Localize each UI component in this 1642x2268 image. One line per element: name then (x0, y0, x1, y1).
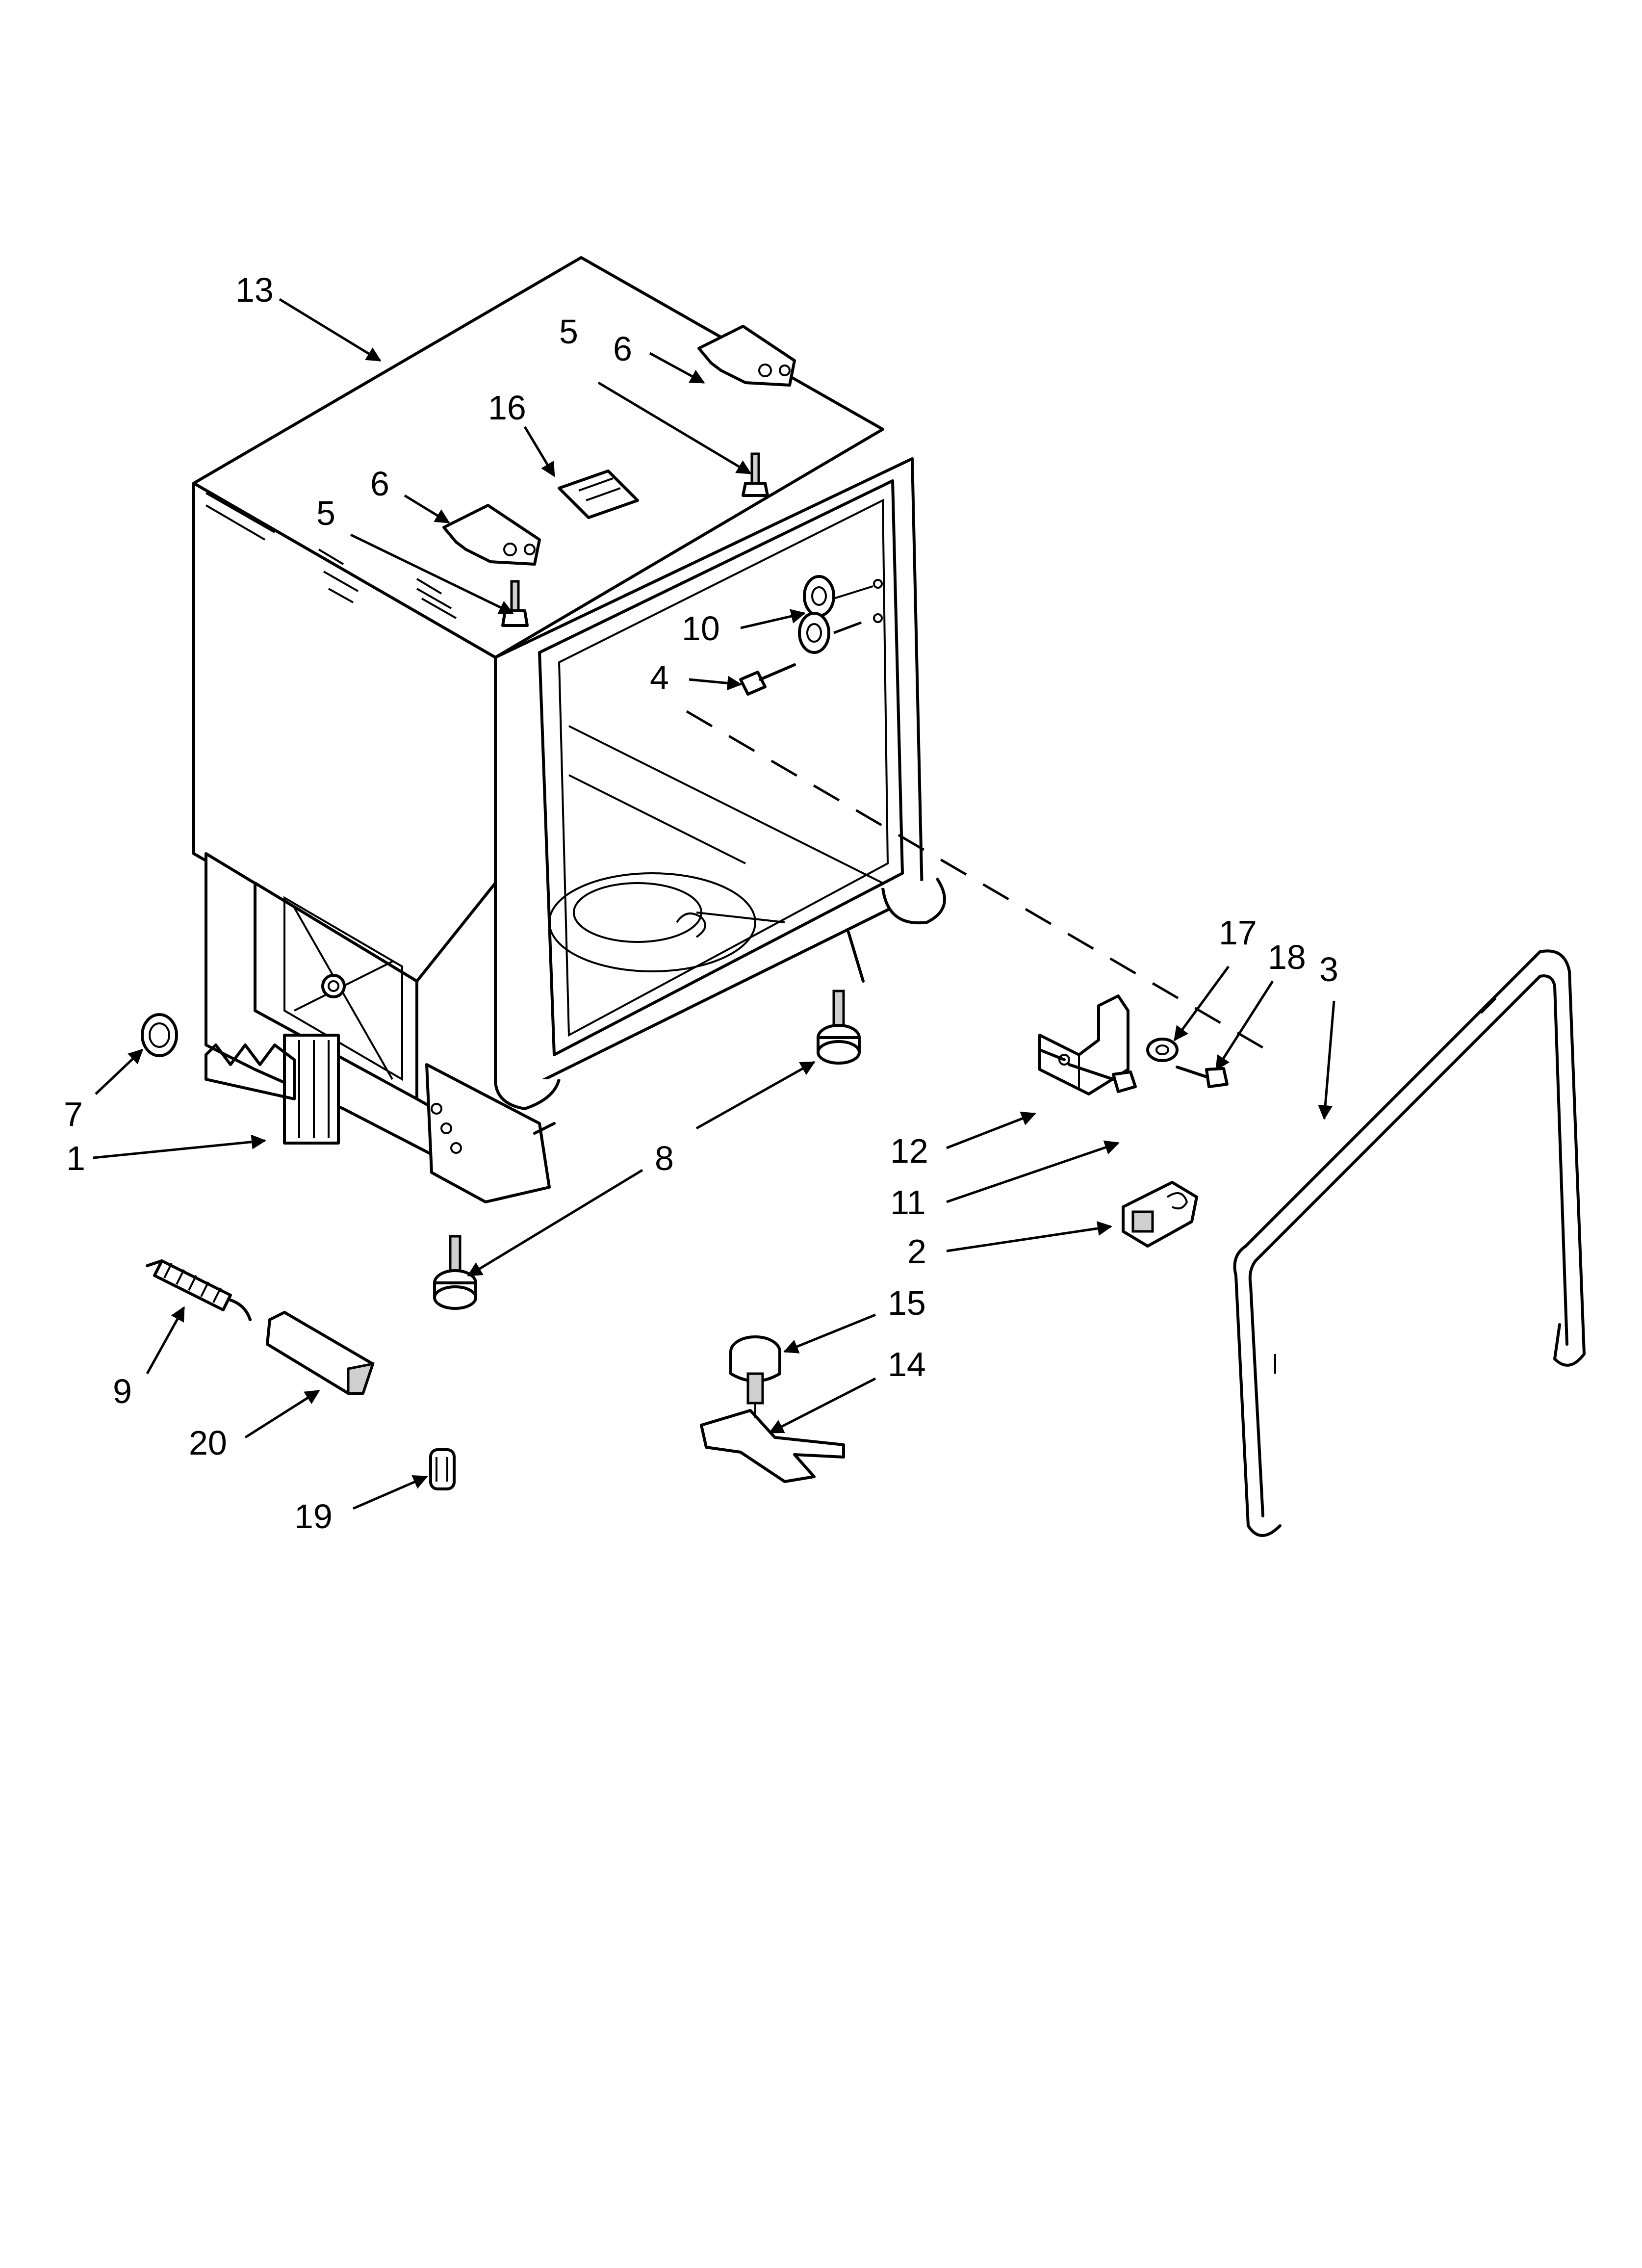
callout-6-right: 6 (613, 330, 632, 368)
hinge-bracket-right (697, 325, 796, 387)
callout-13: 13 (235, 271, 274, 309)
hole-plug (429, 1448, 456, 1490)
callout-10: 10 (682, 609, 720, 648)
washer (1146, 1038, 1179, 1062)
bracket-screw (1068, 1063, 1137, 1093)
callout-3: 3 (1319, 950, 1338, 989)
door-rollers (798, 575, 883, 654)
callout-7: 7 (64, 1095, 83, 1133)
leveling-leg-front (433, 1235, 477, 1310)
screw (1176, 1066, 1229, 1088)
door-gasket (1233, 949, 1586, 1537)
callout-8: 8 (655, 1139, 674, 1177)
callout-15: 15 (888, 1284, 926, 1322)
door-switch (729, 1335, 781, 1405)
roller-screw (739, 663, 796, 696)
callout-5-right: 5 (559, 313, 578, 351)
latch-strike (558, 469, 639, 519)
callout-6-left: 6 (370, 465, 389, 503)
callout-17: 17 (1219, 913, 1257, 952)
callout-2: 2 (907, 1232, 926, 1271)
door-spring (146, 1259, 252, 1321)
callout-18: 18 (1268, 938, 1306, 976)
callout-9: 9 (113, 1372, 132, 1410)
leveling-leg-rear (817, 990, 861, 1065)
callout-20: 20 (189, 1424, 227, 1462)
grommet (141, 1013, 178, 1057)
door-latch (1122, 1181, 1198, 1248)
callout-19: 19 (294, 1497, 333, 1536)
hinge-bracket-left (442, 504, 541, 566)
leader-lines (93, 298, 1335, 1510)
callout-labels: 13 6 5 16 6 5 10 4 7 1 8 12 11 2 15 14 1… (64, 271, 1338, 1536)
callout-16: 16 (488, 389, 526, 427)
screw-right (742, 452, 769, 497)
alignment-line (686, 710, 1276, 1056)
bracket (1038, 994, 1129, 1095)
screw-left (501, 580, 529, 627)
callout-12: 12 (890, 1132, 928, 1170)
callout-11: 11 (890, 1183, 926, 1222)
callout-4: 4 (650, 658, 669, 697)
door-pad (266, 1311, 375, 1395)
switch-bracket (700, 1403, 845, 1483)
callout-1: 1 (66, 1139, 85, 1177)
callout-5-left: 5 (316, 494, 335, 532)
callout-14: 14 (888, 1345, 926, 1383)
